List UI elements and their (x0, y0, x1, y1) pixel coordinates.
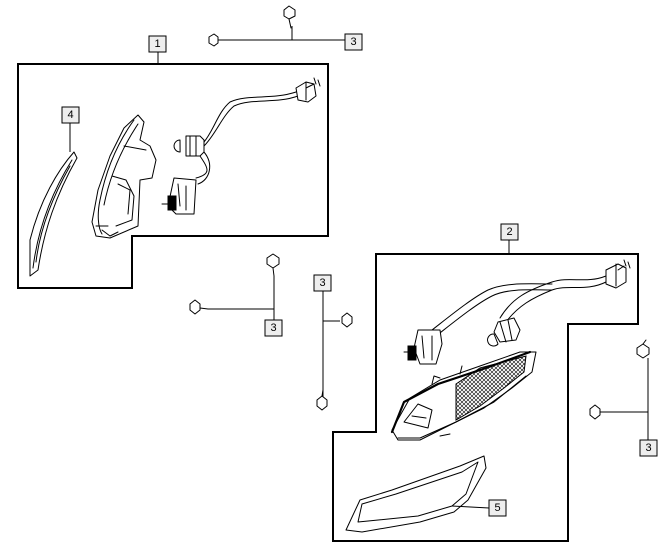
callout-3-right: 3 (608, 358, 658, 457)
assembly-1-frame (17, 63, 329, 289)
screw-mid-upper (266, 253, 280, 277)
screw-vert-upper (341, 312, 353, 328)
callout-5: 5 (451, 499, 507, 517)
svg-text:1: 1 (154, 38, 160, 50)
lamp-housing-1 (91, 114, 157, 239)
svg-text:3: 3 (645, 442, 651, 454)
bulb-socket-2 (487, 317, 521, 347)
screw-right-upper (636, 339, 650, 359)
connector-2 (605, 259, 631, 289)
callout-4: 4 (61, 106, 80, 152)
lens-5 (345, 455, 487, 533)
assembly-2-frame (332, 253, 639, 542)
callout-3-mid: 3 (208, 276, 283, 337)
callout-3-vert: 3 (313, 274, 340, 398)
svg-text:5: 5 (494, 502, 500, 514)
screw-vert-lower (316, 389, 328, 411)
callout-2: 2 (500, 223, 519, 254)
svg-text:2: 2 (506, 226, 512, 238)
side-bulb-holder-1 (161, 177, 197, 215)
svg-text:3: 3 (270, 322, 276, 334)
wire-harness-2 (431, 275, 607, 337)
wire-harness-1 (195, 91, 299, 185)
callout-1: 1 (148, 35, 167, 64)
lens-4 (29, 151, 78, 277)
callout-3-top: 3 (224, 26, 363, 51)
bulb-socket-1 (173, 135, 205, 157)
side-bulb-holder-2 (403, 329, 443, 365)
lamp-housing-2 (390, 350, 537, 441)
screw-right-lower (589, 404, 609, 420)
screw-mid-lower (189, 299, 209, 315)
screw-top-left (208, 33, 225, 47)
svg-text:3: 3 (319, 277, 325, 289)
svg-text:4: 4 (67, 109, 73, 121)
connector-1 (295, 77, 321, 103)
screw-top-right (283, 5, 296, 29)
svg-text:3: 3 (350, 36, 356, 48)
